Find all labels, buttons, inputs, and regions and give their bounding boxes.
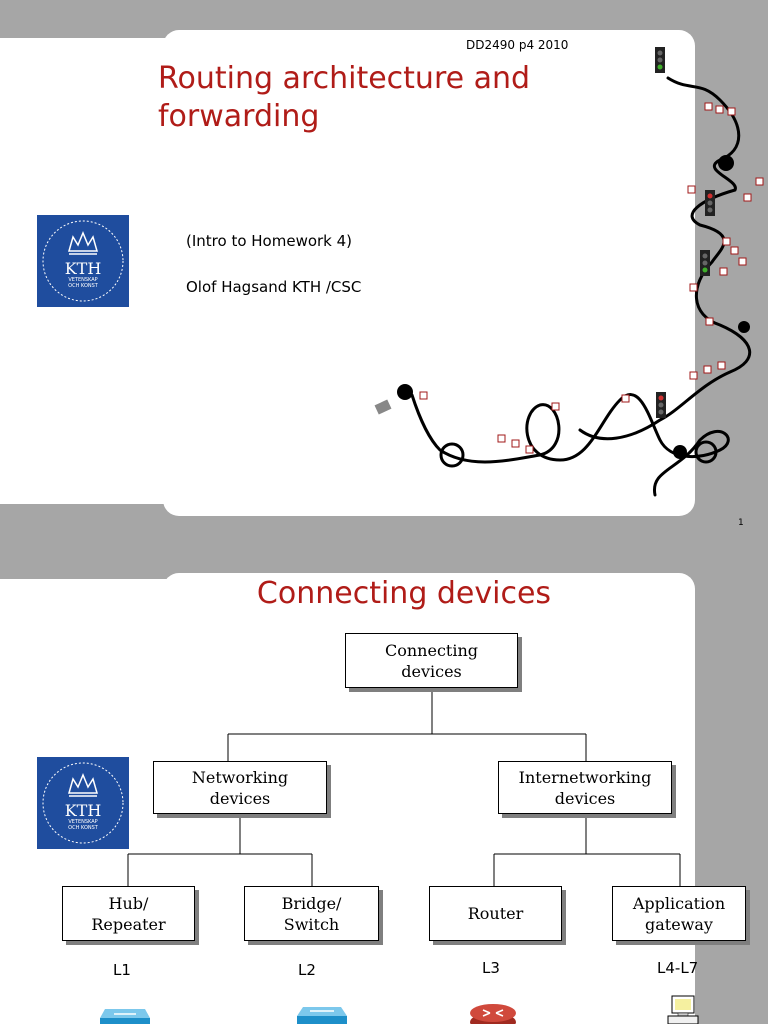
crown-icon [42,762,124,844]
level-label: L3 [482,959,500,977]
node-connecting-devices: Connecting devices [345,633,518,688]
level-label: L4-L7 [657,959,699,977]
kth-logo-name: KTH [64,801,102,820]
kth-logo-name: KTH [64,259,102,278]
router-icon [470,1004,516,1024]
slide-1-author: Olof Hagsand KTH /CSC [186,278,362,296]
level-label: L1 [113,961,131,979]
slide-1 [0,0,768,516]
slide-1-title: Routing architecture and forwarding [158,61,531,134]
slide-2-title: Connecting devices [256,576,552,611]
computer-icon [667,995,699,1024]
top-band [0,0,768,30]
node-networking-devices: Networking devices [153,761,327,814]
hub-icon [100,1009,150,1024]
crown-icon [42,220,124,302]
level-label: L2 [298,961,316,979]
node-router: Router [429,886,562,941]
node-application-gateway: Application gateway [612,886,746,941]
traffic-light-icon [655,47,715,418]
course-code: DD2490 p4 2010 [466,38,569,52]
node-hub-repeater: Hub/ Repeater [62,886,195,941]
page-number: 1 [738,518,744,528]
slide-1-subtitle: (Intro to Homework 4) [186,232,353,250]
switch-icon [297,1007,347,1024]
node-bridge-switch: Bridge/ Switch [244,886,379,941]
node-internetworking-devices: Internetworking devices [498,761,672,814]
road-illustration [374,47,764,497]
